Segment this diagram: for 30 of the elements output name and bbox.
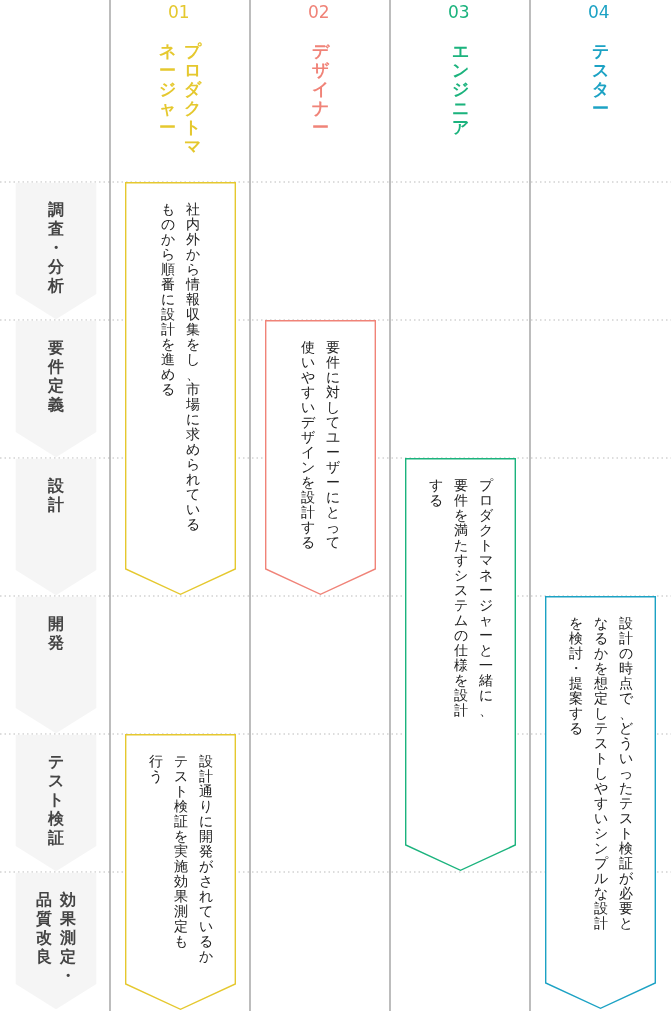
task-box: [265, 320, 376, 595]
phase-panel: [15, 872, 97, 1010]
role-heading: プロダクトマネージャー: [158, 42, 202, 156]
phase-panel: [15, 182, 97, 320]
task-description: 要件に対してユーザーにとって使いやすいデザインを設計する: [300, 340, 341, 550]
phase-label: 要件定義: [47, 338, 65, 416]
phase-panel: [15, 320, 97, 458]
role-heading: エンジニア: [450, 42, 470, 139]
task-box: [125, 734, 236, 1010]
phase-label: 設計: [47, 476, 65, 516]
column-number: 03: [448, 2, 470, 22]
phase-panel: [15, 734, 97, 872]
phase-panel: [15, 596, 97, 734]
role-heading: デザイナー: [310, 42, 330, 139]
phase-label: 効果測定・品質改良: [35, 890, 77, 985]
column-number: 04: [588, 2, 610, 22]
phase-label: テスト検証: [47, 752, 65, 847]
task-description: 社内外から情報収集をし、市場に求められているものから順番に設計を進める: [160, 202, 201, 532]
role-heading: テスター: [590, 42, 610, 120]
phase-label: 開発: [47, 614, 65, 654]
column-number: 02: [308, 2, 330, 22]
task-description: プロダクトマネージャーと一緒に、要件を満たすシステムの仕様を設計する: [427, 478, 494, 718]
task-box: [545, 596, 656, 1009]
task-description: 設計の時点で、どういったテスト検証が必要となるかを想定しテストしやすいシンプルな設計を検討・提案する: [567, 616, 634, 931]
task-description: 設計通りに開発がされているかテスト検証を実施効果測定も行う: [147, 754, 214, 964]
task-box: [405, 458, 516, 871]
task-box: [125, 182, 236, 595]
phase-label: 調査・分析: [47, 200, 65, 295]
phase-panel: [15, 458, 97, 596]
column-number: 01: [168, 2, 190, 22]
